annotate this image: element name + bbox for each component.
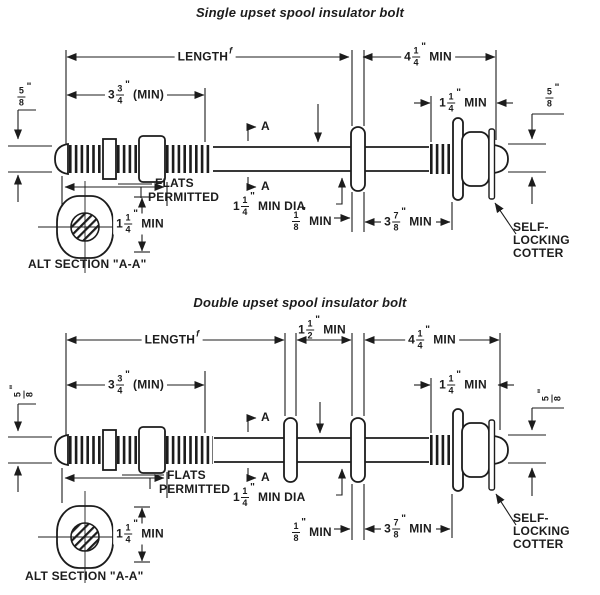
flats-label-line1: FLATS: [155, 176, 194, 190]
bolt-tip-left: [54, 142, 69, 176]
single-diagram-title: Single upset spool insulator bolt: [195, 5, 405, 20]
flats-label-line1: FLATS: [167, 468, 206, 482]
bolt-body: [54, 408, 509, 492]
section-marker-a-bottom: A: [261, 179, 270, 193]
upset-collar-large: [138, 135, 166, 183]
self-locking-cotter-label: SELF- LOCKING COTTER: [513, 511, 570, 551]
double-diagram-title: Double upset spool insulator bolt: [193, 295, 407, 310]
upset-collar-small: [102, 138, 117, 180]
single-bolt-drawing: [8, 50, 564, 273]
bolt-body: [54, 117, 509, 201]
section-marker-a-top: A: [261, 410, 270, 424]
bolt-tip-right: [493, 143, 509, 175]
spool-flange-1: [283, 417, 298, 483]
shank: [214, 437, 429, 463]
extension-lines: [61, 333, 501, 540]
section-view: [38, 181, 150, 273]
section-view: [38, 491, 150, 583]
spool-flange: [350, 126, 366, 192]
self-locking-cotter-label: SELF- LOCKING COTTER: [513, 220, 570, 260]
double-bolt-drawing: [8, 333, 564, 583]
shank: [213, 146, 429, 172]
upset-collar-large: [138, 426, 166, 474]
cotter-pin: [488, 128, 496, 200]
section-marker-a-top: A: [261, 119, 270, 133]
section-marker-a-bottom: A: [261, 470, 270, 484]
cotter-pin: [488, 419, 496, 491]
flats-label-line2: PERMITTED: [159, 482, 231, 496]
alt-section-label: ALT SECTION "A-A": [28, 257, 147, 271]
spool-flange-2: [350, 417, 366, 483]
bolt-tip-right: [493, 434, 509, 466]
nut: [461, 422, 490, 478]
nut: [461, 131, 490, 187]
flats-label-line2: PERMITTED: [148, 190, 220, 204]
upset-collar-small: [102, 429, 117, 471]
bolt-hole-hatched: [70, 522, 100, 552]
bolt-tip-left: [54, 433, 69, 467]
extension-lines: [61, 50, 497, 232]
bolt-hole-hatched: [70, 212, 100, 242]
alt-section-label: ALT SECTION "A-A": [25, 569, 144, 583]
